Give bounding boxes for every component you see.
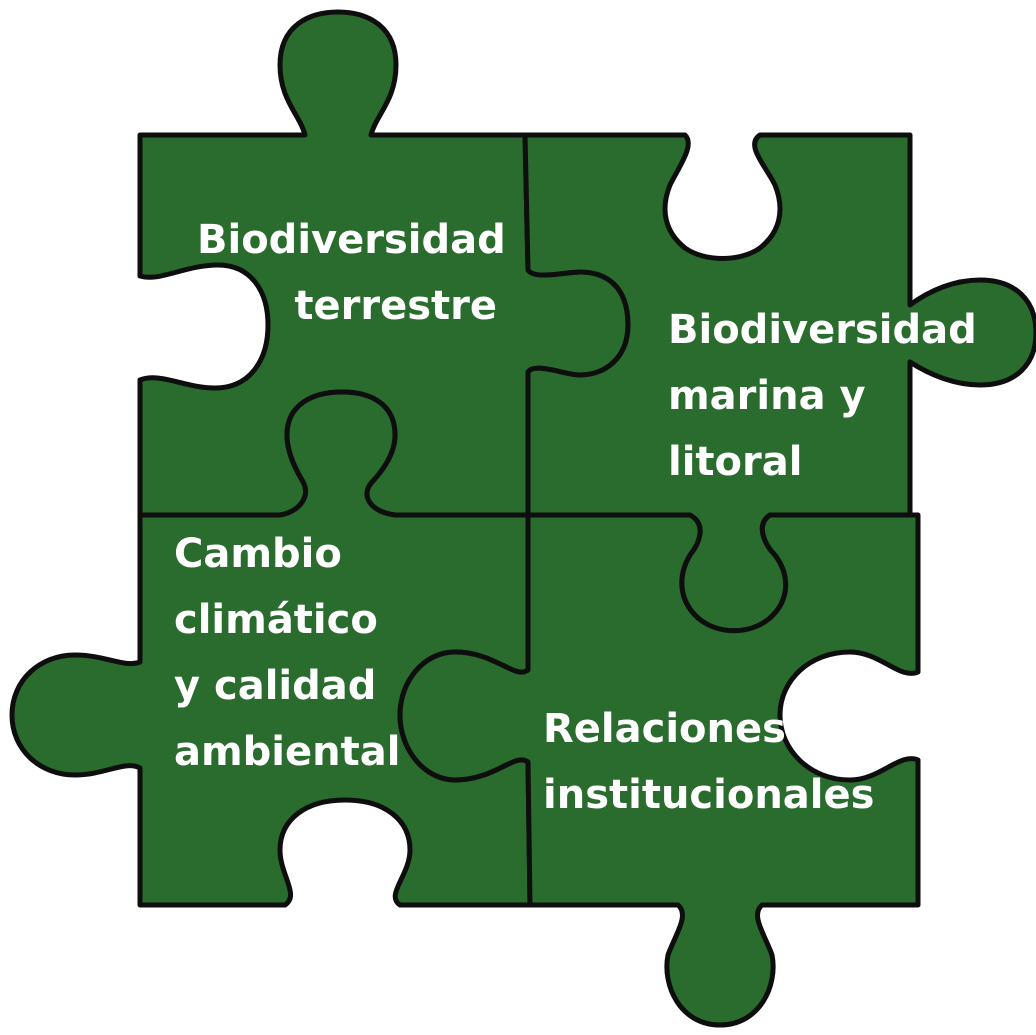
- label-line: ambiental: [174, 729, 401, 775]
- piece-label-marine-biodiversity: Biodiversidad marina y litoral: [668, 297, 977, 495]
- label-line: y calidad: [174, 663, 377, 709]
- puzzle-piece-top-right: [522, 132, 1036, 634]
- label-line: Relaciones: [543, 706, 786, 752]
- label-line: climático: [174, 597, 378, 643]
- piece-label-climate-change: Cambio climático y calidad ambiental: [174, 521, 400, 785]
- label-line: litoral: [668, 439, 803, 485]
- piece-label-institutional-relations: Relaciones institucionales: [543, 696, 874, 828]
- puzzle-piece-bottom-right: [397, 512, 921, 1028]
- label-line: marina y: [668, 373, 866, 419]
- label-line: terrestre: [294, 283, 497, 329]
- label-line: Cambio: [174, 531, 342, 577]
- label-line: Biodiversidad: [197, 217, 506, 263]
- piece-label-terrestrial-biodiversity: Biodiversidad terrestre: [197, 207, 506, 339]
- label-line: Biodiversidad: [668, 307, 977, 353]
- label-line: institucionales: [543, 772, 875, 818]
